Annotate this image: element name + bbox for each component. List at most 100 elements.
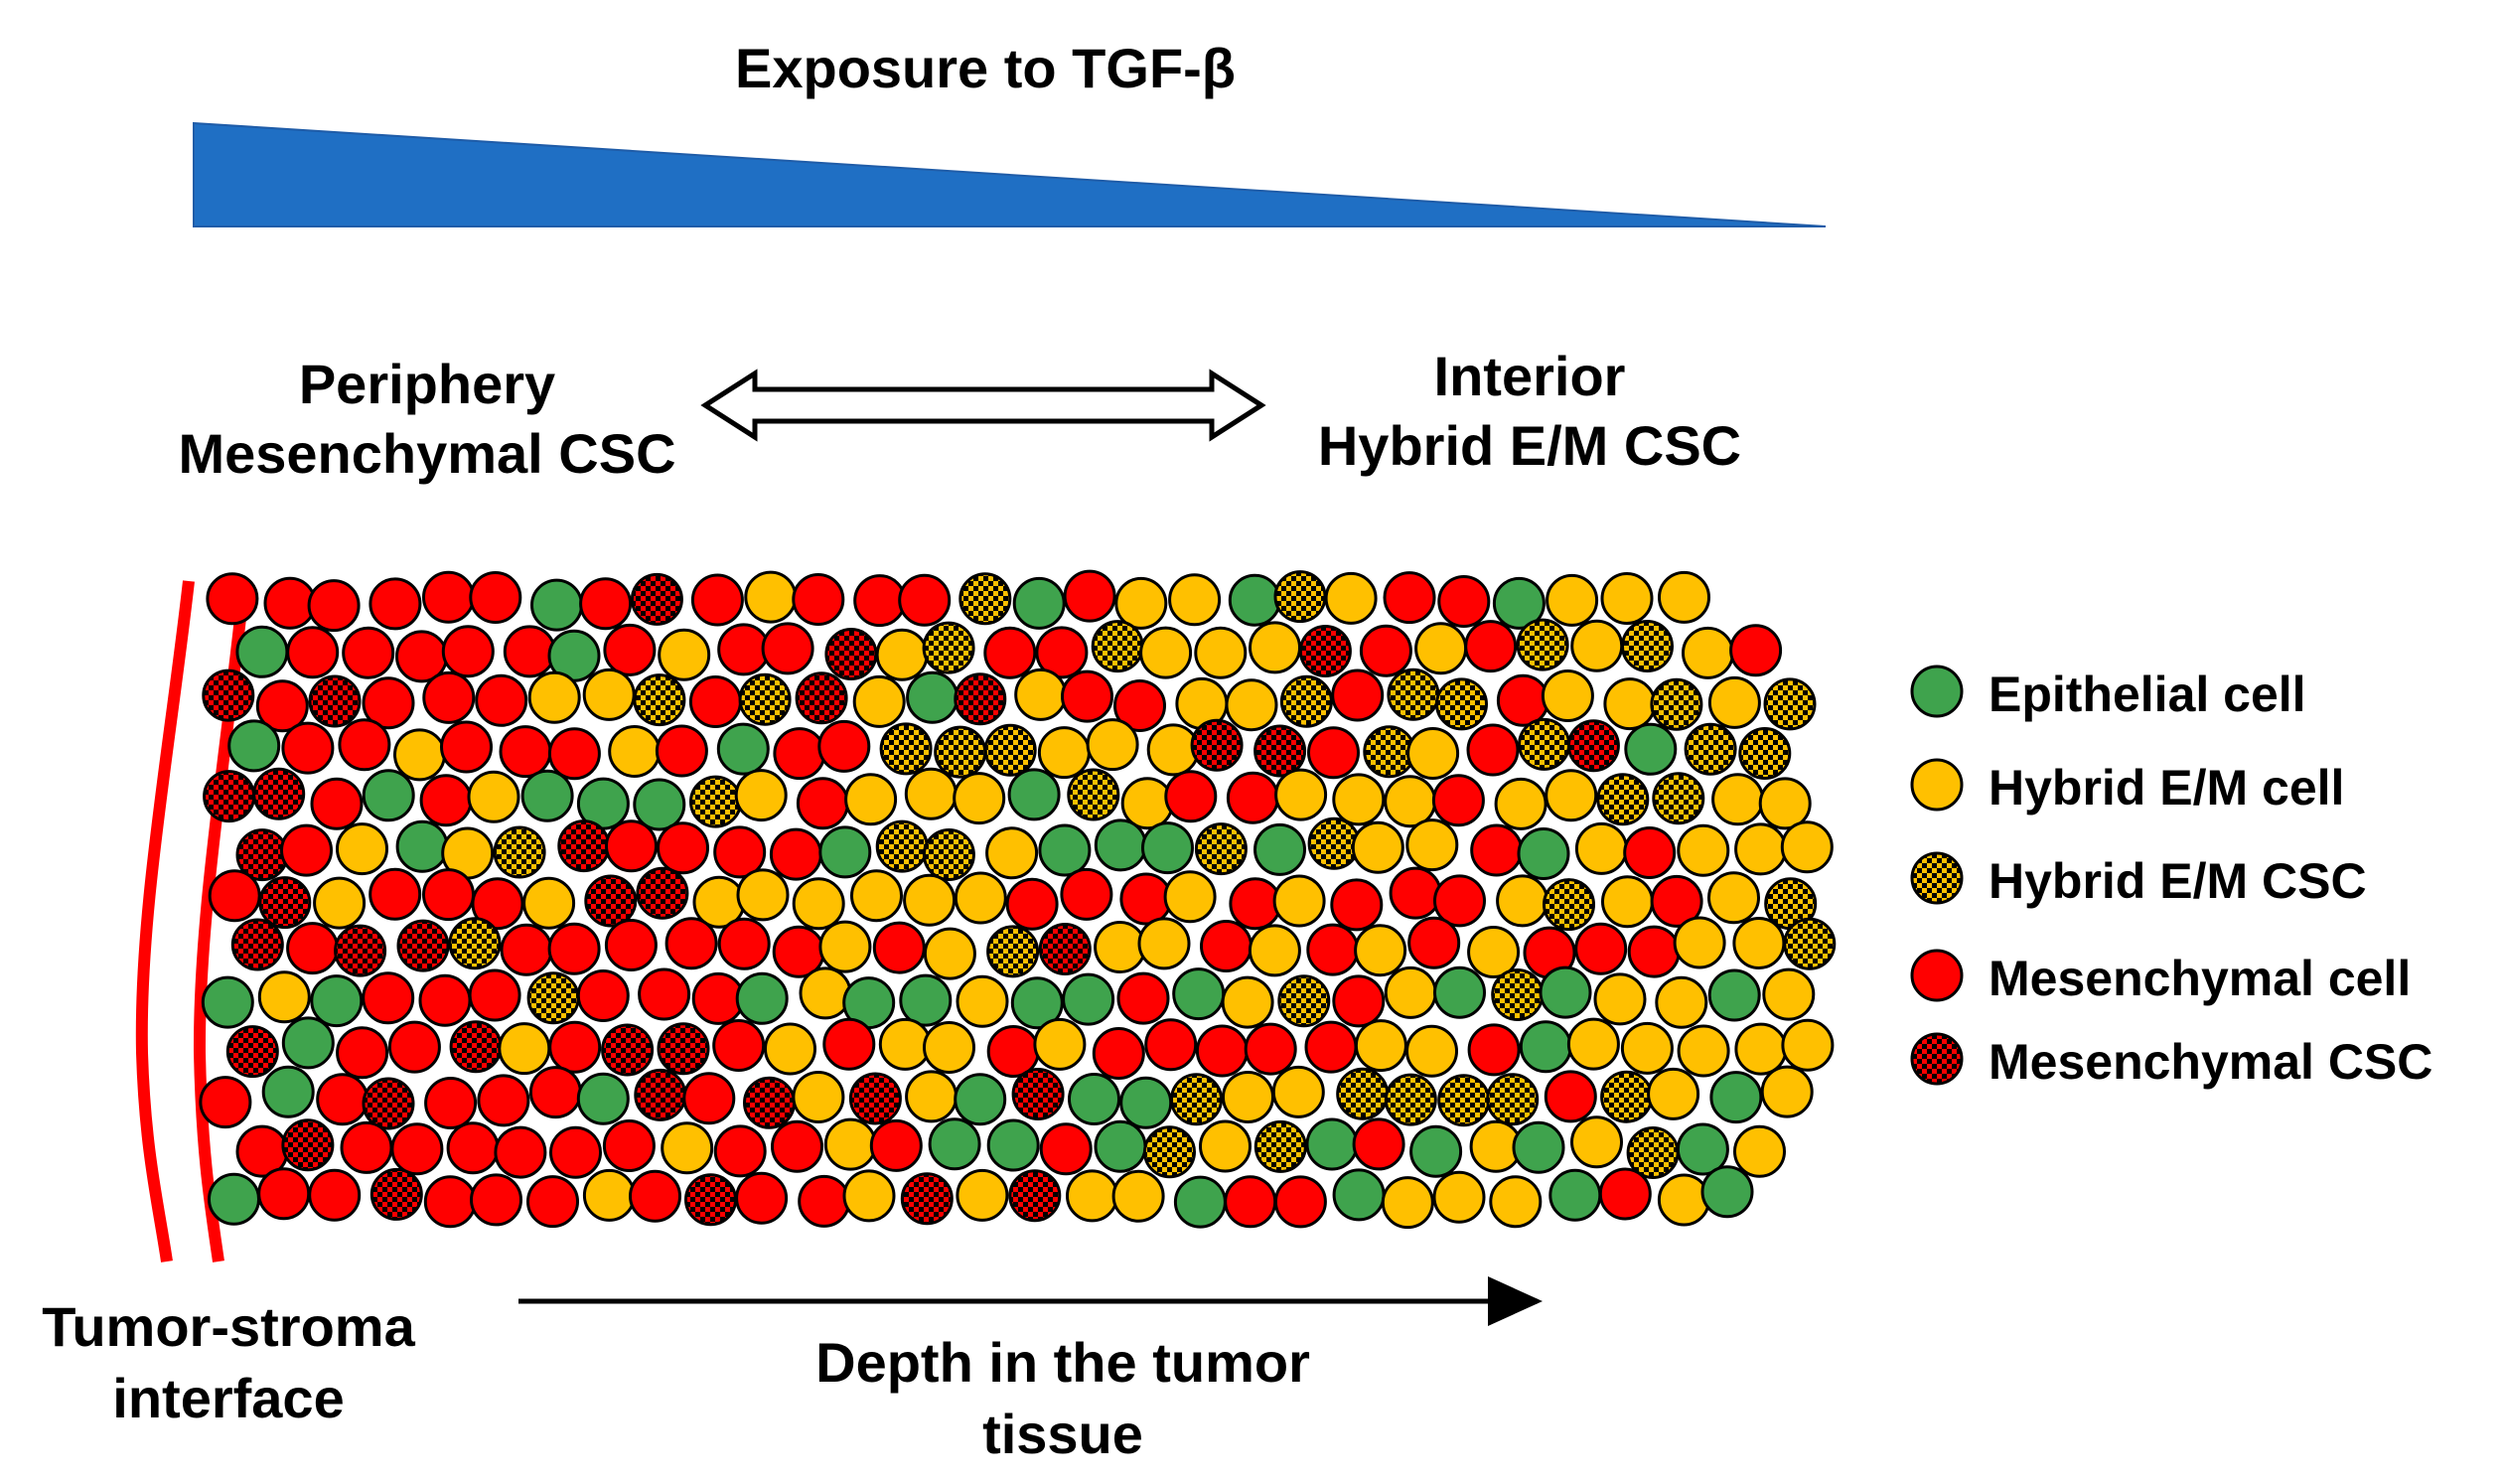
hybrid-cell [823, 1117, 877, 1171]
mesenchymal-cell [1307, 726, 1360, 780]
mesenchymal-cell [316, 1073, 369, 1126]
hybrid-cell [1734, 822, 1788, 876]
hybrid-cell [1351, 820, 1404, 874]
mesenchymal-cell [655, 724, 708, 778]
hybrid-cell [522, 876, 576, 930]
mesenchymal-cell [469, 571, 522, 624]
hybrid-cell [1221, 975, 1274, 1029]
hybrid-cell [1734, 1022, 1788, 1076]
hybrid-csc-cell [1277, 974, 1331, 1028]
epithelial-cell [1007, 768, 1061, 821]
mesenchymal-cell [1195, 1024, 1249, 1078]
mesenchymal-cell [983, 626, 1037, 679]
mesenchymal-cell [771, 1119, 823, 1173]
hybrid-cell [1414, 622, 1468, 675]
mesenchymal-cell [1627, 925, 1681, 978]
hybrid-csc-cell [1650, 677, 1703, 731]
epithelial-cell [1548, 1168, 1602, 1222]
hybrid-csc-cell [1387, 668, 1440, 721]
hybrid-csc-cell [1621, 620, 1674, 672]
hybrid-csc-cell [1273, 570, 1327, 624]
mesenchymal-cell [604, 919, 658, 971]
mesenchymal-cell [602, 1119, 656, 1172]
mesenchymal-cell [206, 572, 259, 626]
hybrid-cell [1494, 777, 1547, 830]
epithelial-cell [1094, 1119, 1147, 1173]
mesenchymal-cell [418, 973, 472, 1027]
mesenchymal-cell [340, 1120, 393, 1174]
legend-hybrid-csc-label: Hybrid E/M CSC [1989, 853, 2367, 909]
hybrid-cell [1620, 1021, 1674, 1075]
mesenchymal-cell [898, 573, 952, 627]
mesenchymal-cell [422, 868, 475, 922]
hybrid-cell [1603, 677, 1657, 731]
legend-hybrid-label: Hybrid E/M cell [1989, 760, 2345, 816]
hybrid-cell [1760, 1065, 1814, 1118]
hybrid-cell [1194, 626, 1248, 679]
mesenchymal-cell [1466, 723, 1520, 777]
mesenchymal-cell [1061, 669, 1113, 723]
hybrid-cell [1146, 723, 1200, 777]
hybrid-cell [1168, 573, 1222, 627]
epithelial-cell [1038, 823, 1092, 877]
hybrid-csc-cell [1067, 768, 1120, 821]
epithelial-swatch [1910, 665, 1964, 718]
hybrid-csc-cell [1763, 677, 1817, 731]
hybrid-cell [842, 1169, 896, 1223]
mesenchymal-cell [638, 967, 691, 1021]
epithelial-cell [1119, 1076, 1173, 1129]
mesenchymal-cell [336, 1026, 389, 1080]
hybrid-cell [1332, 773, 1386, 826]
mesenchymal-cell [470, 1173, 522, 1227]
hybrid-csc-cell [986, 925, 1040, 978]
tgf-beta-gradient-wedge [193, 121, 1827, 227]
hybrid-csc-cell [1486, 1073, 1540, 1126]
hybrid-cell [313, 876, 367, 930]
mesenchymal-cell [547, 922, 601, 975]
hybrid-csc-cell [958, 572, 1012, 626]
mesenchymal-cell [717, 623, 771, 676]
epithelial-cell [1519, 1020, 1572, 1074]
hybrid-cell [1600, 572, 1654, 625]
hybrid-cell [1655, 975, 1708, 1029]
epithelial-cell [1492, 576, 1546, 630]
hybrid-cell [875, 628, 929, 681]
hybrid-cell [852, 674, 906, 728]
mesenchymal-cell [1224, 1175, 1277, 1229]
mesenchymal-csc-cell [258, 876, 312, 930]
hybrid-cell [1094, 921, 1147, 973]
hybrid-cell [467, 770, 520, 823]
hybrid-cell [1781, 1018, 1835, 1072]
mesenchymal-csc-cell [848, 1072, 902, 1125]
mesenchymal-cell [390, 1122, 444, 1176]
hybrid-cell [734, 769, 788, 822]
epithelial-cell [281, 1016, 335, 1070]
hybrid-cell [878, 1017, 932, 1071]
depth-line2: tissue [982, 1403, 1143, 1465]
mesenchymal-cell [1200, 920, 1252, 972]
mesenchymal-cell [872, 921, 926, 974]
hybrid-cell [844, 773, 898, 826]
mesenchymal-cell [1623, 826, 1677, 879]
mesenchymal-cell [1383, 571, 1436, 625]
mesenchymal-cell [664, 917, 718, 970]
mesenchymal-cell [853, 574, 907, 628]
epithelial-cell [530, 578, 583, 632]
mesenchymal-csc-cell [557, 819, 611, 873]
epithelial-cell [906, 670, 959, 724]
mesenchymal-csc-cell [1566, 719, 1620, 773]
hybrid-cell [1601, 875, 1654, 929]
epithelial-cell [1624, 722, 1678, 776]
mesenchymal-cell [1437, 575, 1491, 628]
mesenchymal-csc-cell [308, 674, 362, 728]
hybrid-cell [1545, 769, 1598, 822]
mesenchymal-csc-cell [369, 1167, 423, 1221]
hybrid-cell [953, 772, 1006, 825]
epithelial-cell [395, 819, 449, 873]
mesenchymal-csc-cell [203, 770, 256, 823]
epithelial-cell [818, 825, 872, 879]
periphery-label: Periphery Mesenchymal CSC [129, 350, 725, 489]
mesenchymal-csc-cell [636, 866, 689, 920]
hybrid-cell [923, 927, 976, 980]
mesenchymal-csc-swatch [1910, 1032, 1964, 1086]
